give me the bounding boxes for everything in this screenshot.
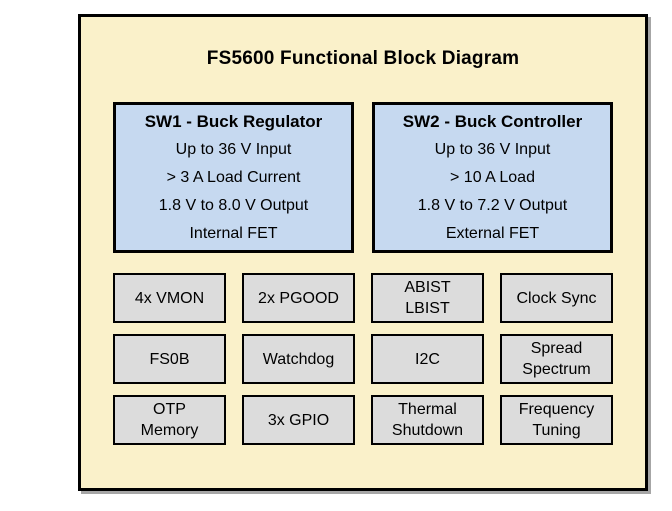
sw2-spec-input: Up to 36 V Input <box>434 141 551 158</box>
sw1-title: SW1 - Buck Regulator <box>144 112 323 131</box>
sw1-spec-input: Up to 36 V Input <box>175 141 292 158</box>
sw2-spec-current: > 10 A Load <box>450 169 535 186</box>
block-abist-lbist: ABIST LBIST <box>371 273 484 323</box>
block-pgood: 2x PGOOD <box>242 273 355 323</box>
block-frequency-tuning: Frequency Tuning <box>500 395 613 445</box>
sw1-spec-fet: Internal FET <box>189 225 278 242</box>
feature-grid: 4x VMON 2x PGOOD ABIST LBIST Clock Sync … <box>113 273 613 445</box>
block-vmon: 4x VMON <box>113 273 226 323</box>
block-gpio: 3x GPIO <box>242 395 355 445</box>
block-fs0b: FS0B <box>113 334 226 384</box>
sw2-buck-controller-box: SW2 - Buck Controller Up to 36 V Input >… <box>372 102 613 253</box>
sw1-buck-regulator-box: SW1 - Buck Regulator Up to 36 V Input > … <box>113 102 354 253</box>
sw2-spec-output: 1.8 V to 7.2 V Output <box>417 197 568 214</box>
block-i2c: I2C <box>371 334 484 384</box>
regulator-row: SW1 - Buck Regulator Up to 36 V Input > … <box>113 102 613 253</box>
sw2-spec-fet: External FET <box>445 225 540 242</box>
block-watchdog: Watchdog <box>242 334 355 384</box>
sw2-title: SW2 - Buck Controller <box>402 112 583 131</box>
diagram-title: FS5600 Functional Block Diagram <box>206 48 520 69</box>
block-spread-spectrum: Spread Spectrum <box>500 334 613 384</box>
block-otp-memory: OTP Memory <box>113 395 226 445</box>
sw1-spec-output: 1.8 V to 8.0 V Output <box>158 197 309 214</box>
sw1-spec-current: > 3 A Load Current <box>166 169 301 186</box>
block-clock-sync: Clock Sync <box>500 273 613 323</box>
block-thermal-shutdown: Thermal Shutdown <box>371 395 484 445</box>
diagram-frame: FS5600 Functional Block Diagram SW1 - Bu… <box>78 14 648 491</box>
